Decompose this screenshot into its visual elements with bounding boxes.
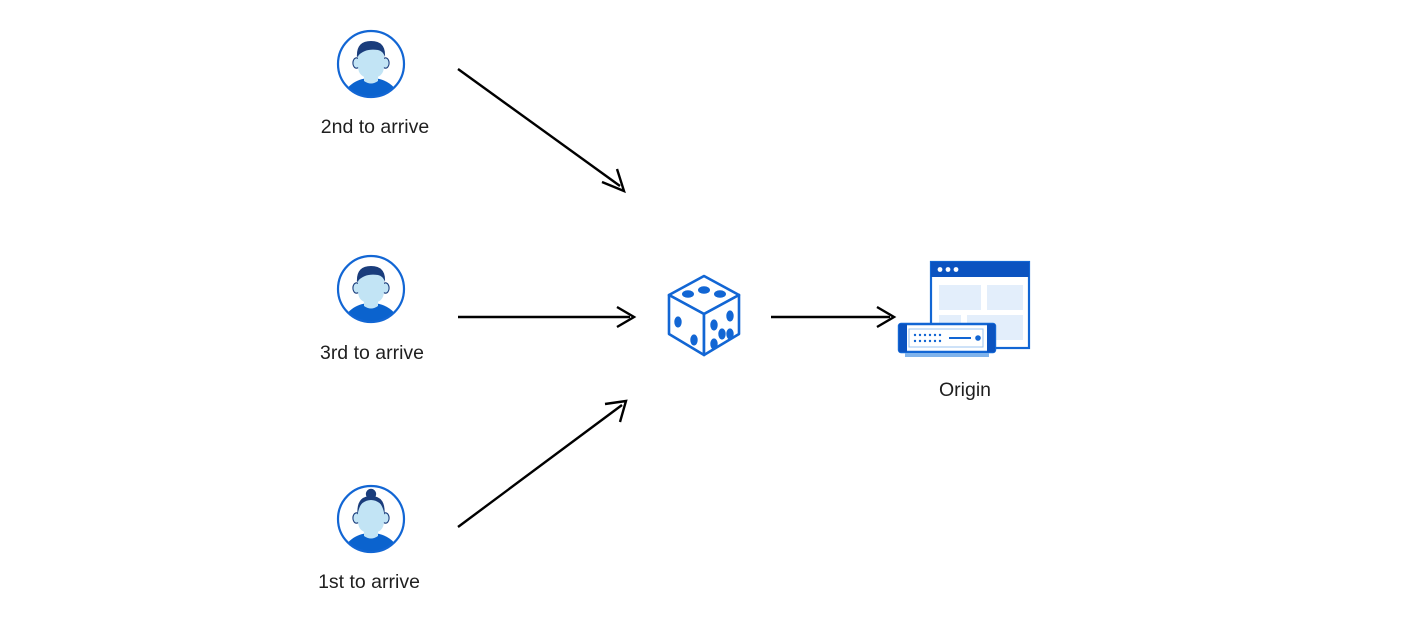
dice-icon xyxy=(667,274,741,357)
server-device-icon xyxy=(897,322,997,357)
node-client-bottom[interactable] xyxy=(335,483,407,555)
node-origin[interactable] xyxy=(895,258,1035,370)
node-client-middle[interactable] xyxy=(335,253,407,325)
origin-label: Origin xyxy=(938,379,992,401)
dice-right-face-dots xyxy=(710,310,734,350)
client-top-label: 2nd to arrive xyxy=(320,116,430,138)
dice-left-face-dots xyxy=(674,316,698,346)
origin-server-icon xyxy=(897,260,1031,357)
edge-client-middle-to-dice xyxy=(458,305,637,329)
edge-client-bottom-to-dice xyxy=(457,399,628,528)
node-randomizer[interactable] xyxy=(660,270,748,362)
user-avatar-short-hair-icon xyxy=(336,29,406,99)
user-avatar-short-hair-icon xyxy=(336,254,406,324)
user-avatar-bun-hair-icon xyxy=(336,484,406,554)
node-client-top[interactable] xyxy=(335,28,407,100)
dice-top-face-dots xyxy=(682,286,726,298)
edge-dice-to-origin xyxy=(771,305,897,329)
client-bottom-label: 1st to arrive xyxy=(318,571,420,593)
client-middle-label: 3rd to arrive xyxy=(319,342,425,364)
